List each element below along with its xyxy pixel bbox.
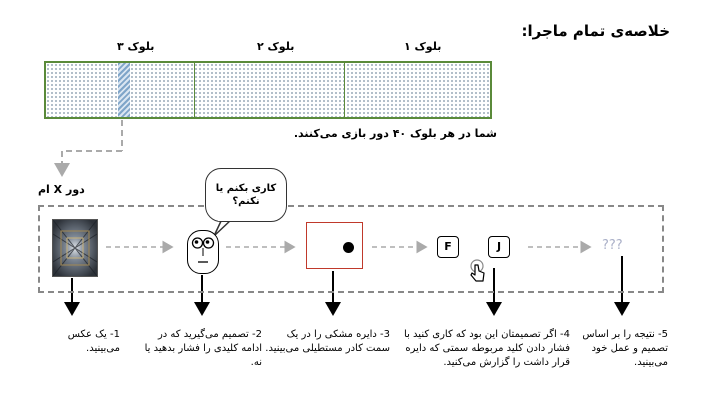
trial-box <box>38 205 664 293</box>
current-round-marker <box>118 63 130 117</box>
thought-bubble: کاری بکنم یا نکنم؟ <box>205 168 287 222</box>
step-2-caption: 2- تصمیم می‌گیرید که در ادامه کلیدی را ف… <box>144 329 262 368</box>
target-frame <box>306 222 363 269</box>
step-3-caption: 3- دایره مشکی را در یک سمت کادر مستطیلی … <box>265 329 390 354</box>
round-label: دور X ام <box>38 183 85 196</box>
pointer-hand-icon <box>470 259 485 282</box>
blocks-note: شما در هر بلوک ۴۰ دور بازی می‌کنند. <box>293 127 497 140</box>
thinking-face-icon <box>187 230 219 274</box>
step-4-caption: 4- اگر تصمیمتان این بود که کاری کنید با … <box>404 329 570 368</box>
block-divider <box>344 63 345 117</box>
block-2-label: بلوک ۲ <box>257 40 295 53</box>
step-1-caption: 1- یک عکس می‌بینید. <box>67 329 120 354</box>
f-key: F <box>437 236 459 258</box>
thought-bubble-text: کاری بکنم یا نکنم؟ <box>215 182 277 208</box>
block-divider <box>194 63 195 117</box>
page-title: خلاصه‌ی تمام ماجرا: <box>521 22 671 40</box>
stimulus-photo <box>52 219 98 277</box>
step-5-caption: 5- نتیجه را بر اساس تصمیم و عمل خود می‌ب… <box>582 329 668 368</box>
block-3-label: بلوک ۳ <box>117 40 155 53</box>
round-connector <box>54 120 123 177</box>
bubble-tail-cover <box>218 214 230 221</box>
block-1-label: بلوک ۱ <box>404 40 442 53</box>
j-key: J <box>488 236 510 258</box>
result-placeholder: ??? <box>602 238 623 253</box>
blocks-bar <box>44 61 492 119</box>
black-dot-icon <box>343 242 354 253</box>
